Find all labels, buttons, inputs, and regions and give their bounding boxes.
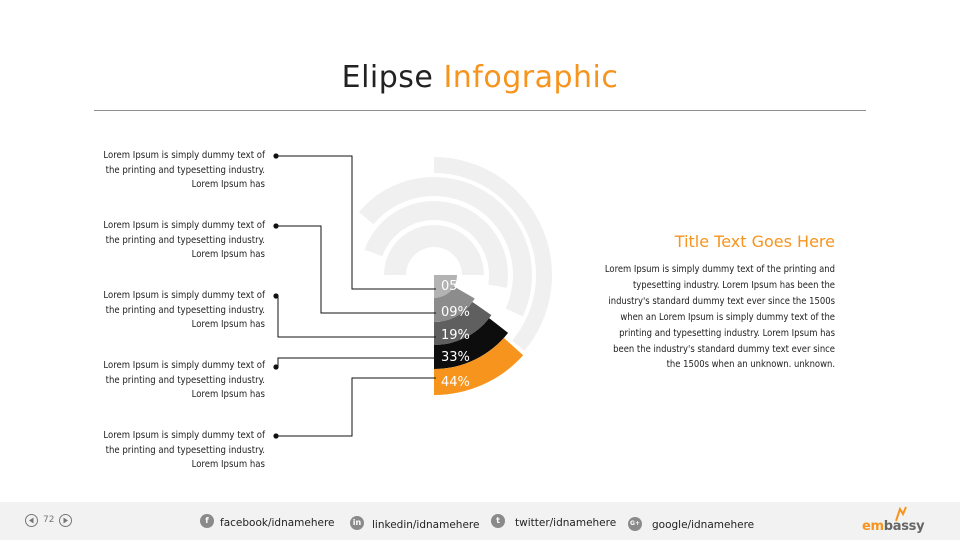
connector-3 [276,295,436,338]
side-body: Lorem Ipsum is simply dummy text of the … [604,264,835,371]
left-label-1: Lorem Ipsum is simply dummy text of the … [103,150,265,190]
prev-slide-button[interactable] [25,514,38,527]
background-arc-1 [384,225,484,275]
side-title: Title Text Goes Here [674,232,835,251]
linkedin-icon[interactable]: in [350,516,364,530]
connector-dot-3 [273,293,279,299]
title-part-2: Infographic [443,60,619,95]
connector-dot-5 [273,433,279,439]
segment-2 [434,286,475,322]
left-label-4: Lorem Ipsum is simply dummy text of the … [103,360,265,400]
background-arcs [358,157,553,351]
connector-dot-4 [273,364,279,370]
segments [434,275,524,395]
segment-5 [434,337,524,395]
segment-1 [434,275,457,298]
segment-label-5: 44% [441,375,470,390]
page-number: 72 [43,515,55,525]
segment-label-4: 33% [441,350,470,365]
connector-dot-2 [273,223,279,229]
segment-label-3: 19% [441,328,470,343]
connector-4 [276,357,436,368]
twitter-icon[interactable]: t [491,514,505,528]
segment-label-1: 05% [441,279,470,294]
facebook-icon[interactable]: f [200,514,214,528]
left-label-2: Lorem Ipsum is simply dummy text of the … [103,220,265,260]
google-plus-icon[interactable]: G+ [628,517,642,531]
logo-mark-icon [895,506,907,522]
connector-1 [276,155,436,290]
background-arc-3 [358,176,533,317]
facebook-link[interactable]: facebook/idnamehere [220,517,335,529]
google-link[interactable]: google/idnamehere [652,519,755,531]
slide-title: Elipse Infographic [0,58,960,98]
footer-bar [0,502,960,540]
connector-dot-1 [273,153,279,159]
next-slide-button[interactable] [59,514,72,527]
embassy-logo: embassy [862,506,925,536]
connector-5 [276,377,436,437]
logo-text: embassy [862,519,925,534]
linkedin-link[interactable]: linkedin/idnamehere [372,519,480,531]
connector-dots [273,153,279,439]
background-arc-4 [434,157,553,351]
title-divider [94,110,866,111]
background-arc-2 [364,200,508,288]
segment-4 [434,318,509,369]
twitter-link[interactable]: twitter/idnamehere [515,517,617,529]
segment-label-2: 09% [441,305,470,320]
chevron-left-icon [29,517,34,524]
connector-2 [276,225,436,314]
segment-3 [434,301,492,345]
chevron-right-icon [63,517,68,524]
left-label-3: Lorem Ipsum is simply dummy text of the … [103,290,265,330]
left-label-5: Lorem Ipsum is simply dummy text of the … [103,430,265,470]
title-part-1: Elipse [341,60,434,95]
